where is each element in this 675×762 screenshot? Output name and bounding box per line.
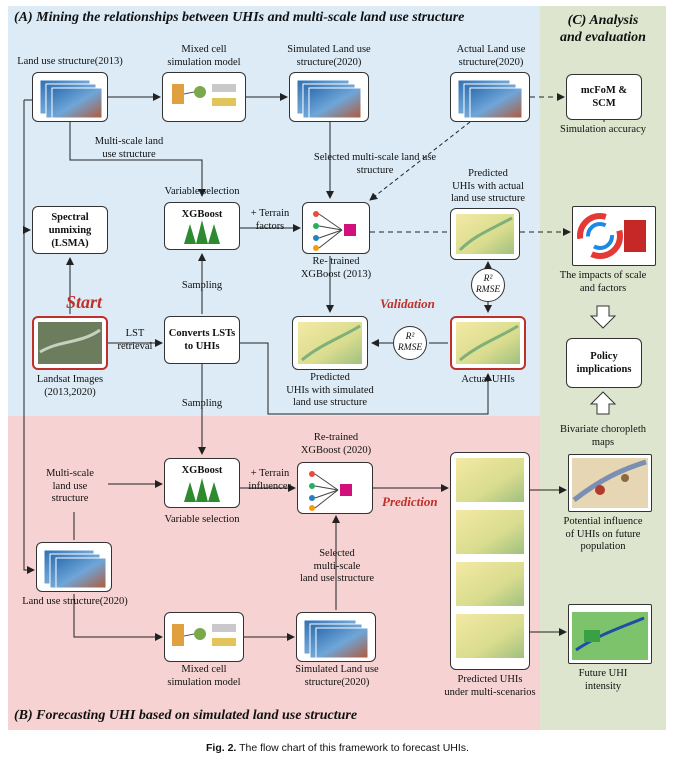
arrow-lu2020-to-mixed-b: [73, 594, 163, 641]
policy-box: Policy implications: [566, 338, 642, 388]
panel-a-title: (A) Mining the relationships between UHI…: [14, 10, 465, 25]
network-icon-2013: [313, 211, 356, 251]
label-multi-scale-b: Multi-scale land use structure: [46, 468, 94, 504]
label-multi-scale-a: Multi-scale land use structure: [94, 136, 164, 160]
label-lu2013: Land use structure(2013): [17, 56, 123, 67]
label-pred-actual: Predicted UHIs with actual land use stru…: [450, 168, 526, 204]
network-icon-2020: [309, 471, 352, 511]
stacked-map-sim-2020-b: [303, 619, 369, 659]
label-actual-uhis: Actual UHIs: [461, 374, 515, 385]
river-pred-sim: [301, 324, 361, 362]
label-mixed-cell-a: Mixed cell simulation model: [167, 44, 241, 68]
river-pred-actual: [458, 216, 513, 252]
caption-text: The flow chart of this framework to fore…: [236, 742, 469, 754]
label-bivariate: Bivariate choropleth maps: [559, 424, 646, 448]
label-selected-ms-b: Selected multi-scale land use structure: [299, 548, 375, 584]
xgboost-label-b: XGBoost: [181, 465, 223, 476]
mcfom-box: mcFoM & SCM: [566, 74, 642, 120]
label-mixed-cell-b: Mixed cell simulation model: [167, 664, 241, 688]
r2-rmse-label-vertical: R² RMSE: [475, 274, 501, 295]
panel-c-title-line2: and evaluation: [560, 30, 646, 45]
label-potential: Potential influence of UHIs on future po…: [563, 516, 643, 552]
tree-icons-b: [184, 478, 220, 502]
tree-icons-a: [184, 220, 220, 244]
stacked-map-sim-2020-a: [296, 79, 362, 119]
river-actual: [459, 324, 519, 362]
impacts-ring-chart: [577, 213, 646, 259]
label-terrain-influences: + Terrain influences: [248, 468, 292, 492]
label-pred-multi: Predicted UHIs under multi-scenarios: [444, 674, 536, 698]
label-variable-selection-a: Variable selection: [164, 186, 240, 197]
start-label: Start: [66, 292, 103, 312]
label-sim-accuracy: Simulation accuracy: [559, 124, 646, 135]
landsat-river: [39, 328, 101, 354]
spectral-unmixing-box: Spectral unmixing (LSMA): [32, 206, 108, 254]
r2-rmse-circle-horizontal: R² RMSE: [393, 326, 427, 360]
arrow-left-rail: [23, 100, 35, 574]
mixed-cell-diagram-a: [172, 84, 236, 106]
hollow-arrow-up-shape: [589, 391, 617, 415]
bivariate-map-art: [572, 458, 648, 508]
prediction-label: Prediction: [382, 494, 438, 509]
label-pred-sim: Predicted UHIs with simulated land use s…: [286, 372, 374, 408]
arrow-lu2013-down-to-varsel: [69, 122, 206, 197]
label-selected-ms-a: Selected multi-scale land use structure: [313, 152, 437, 176]
spectral-unmixing-label: Spectral unmixing (LSMA): [48, 211, 92, 249]
label-terrain-factors: + Terrain factors: [250, 208, 290, 232]
panel-b-title: (B) Forecasting UHI based on simulated l…: [14, 708, 358, 723]
converts-lst-label: Converts LSTs to UHIs: [168, 328, 236, 352]
label-retrained-2013: Re- trained XGBoost (2013): [300, 256, 372, 280]
stacked-map-lu2013: [39, 79, 103, 119]
label-impacts: The impacts of scale and factors: [559, 270, 647, 294]
figure-caption: Fig. 2. The flow chart of this framework…: [0, 742, 675, 754]
label-sampling-b: Sampling: [181, 398, 223, 409]
mcfom-label: mcFoM & SCM: [580, 85, 628, 109]
label-variable-selection-b: Variable selection: [164, 514, 240, 525]
r2-rmse-label-horizontal: R² RMSE: [397, 332, 423, 353]
stacked-map-actual-2020: [457, 79, 523, 119]
arrow-converts-to-actual: [240, 342, 492, 415]
label-actual-lu2020: Actual Land use structure(2020): [456, 44, 526, 68]
policy-label: Policy implications: [576, 351, 632, 375]
thumb-retrained-2013: [302, 202, 370, 254]
label-sampling-a: Sampling: [181, 280, 223, 291]
validation-label: Validation: [380, 296, 435, 311]
future-uhi-map-art: [572, 612, 648, 660]
stacked-map-lu2020: [43, 549, 107, 589]
uhi-maps-multi: [456, 458, 524, 658]
xgboost-label-a: XGBoost: [181, 209, 223, 220]
label-retrained-2020: Re-trained XGBoost (2020): [300, 432, 372, 456]
r2-rmse-circle-vertical: R² RMSE: [471, 268, 505, 302]
arrow-actual-dashed: [369, 121, 471, 201]
converts-lst-box: Converts LSTs to UHIs: [164, 316, 240, 364]
panel-c-title-line1: (C) Analysis: [567, 13, 639, 28]
label-sim-lu2020-a: Simulated Land use structure(2020): [287, 44, 371, 68]
caption-fig-number: Fig. 2.: [206, 742, 237, 754]
label-lu2020: Land use structure(2020): [22, 596, 128, 607]
mixed-cell-diagram-b: [172, 624, 236, 646]
label-lst-retrieval: LST retrieval: [117, 328, 153, 352]
panel-c-title: (C) Analysis and evaluation: [540, 12, 666, 46]
hollow-arrow-down-shape: [589, 305, 617, 329]
label-future-uhi: Future UHI intensity: [578, 668, 628, 692]
label-landsat: Landsat Images (2013,2020): [36, 374, 104, 398]
label-sim-lu2020-b: Simulated Land use structure(2020): [295, 664, 379, 688]
